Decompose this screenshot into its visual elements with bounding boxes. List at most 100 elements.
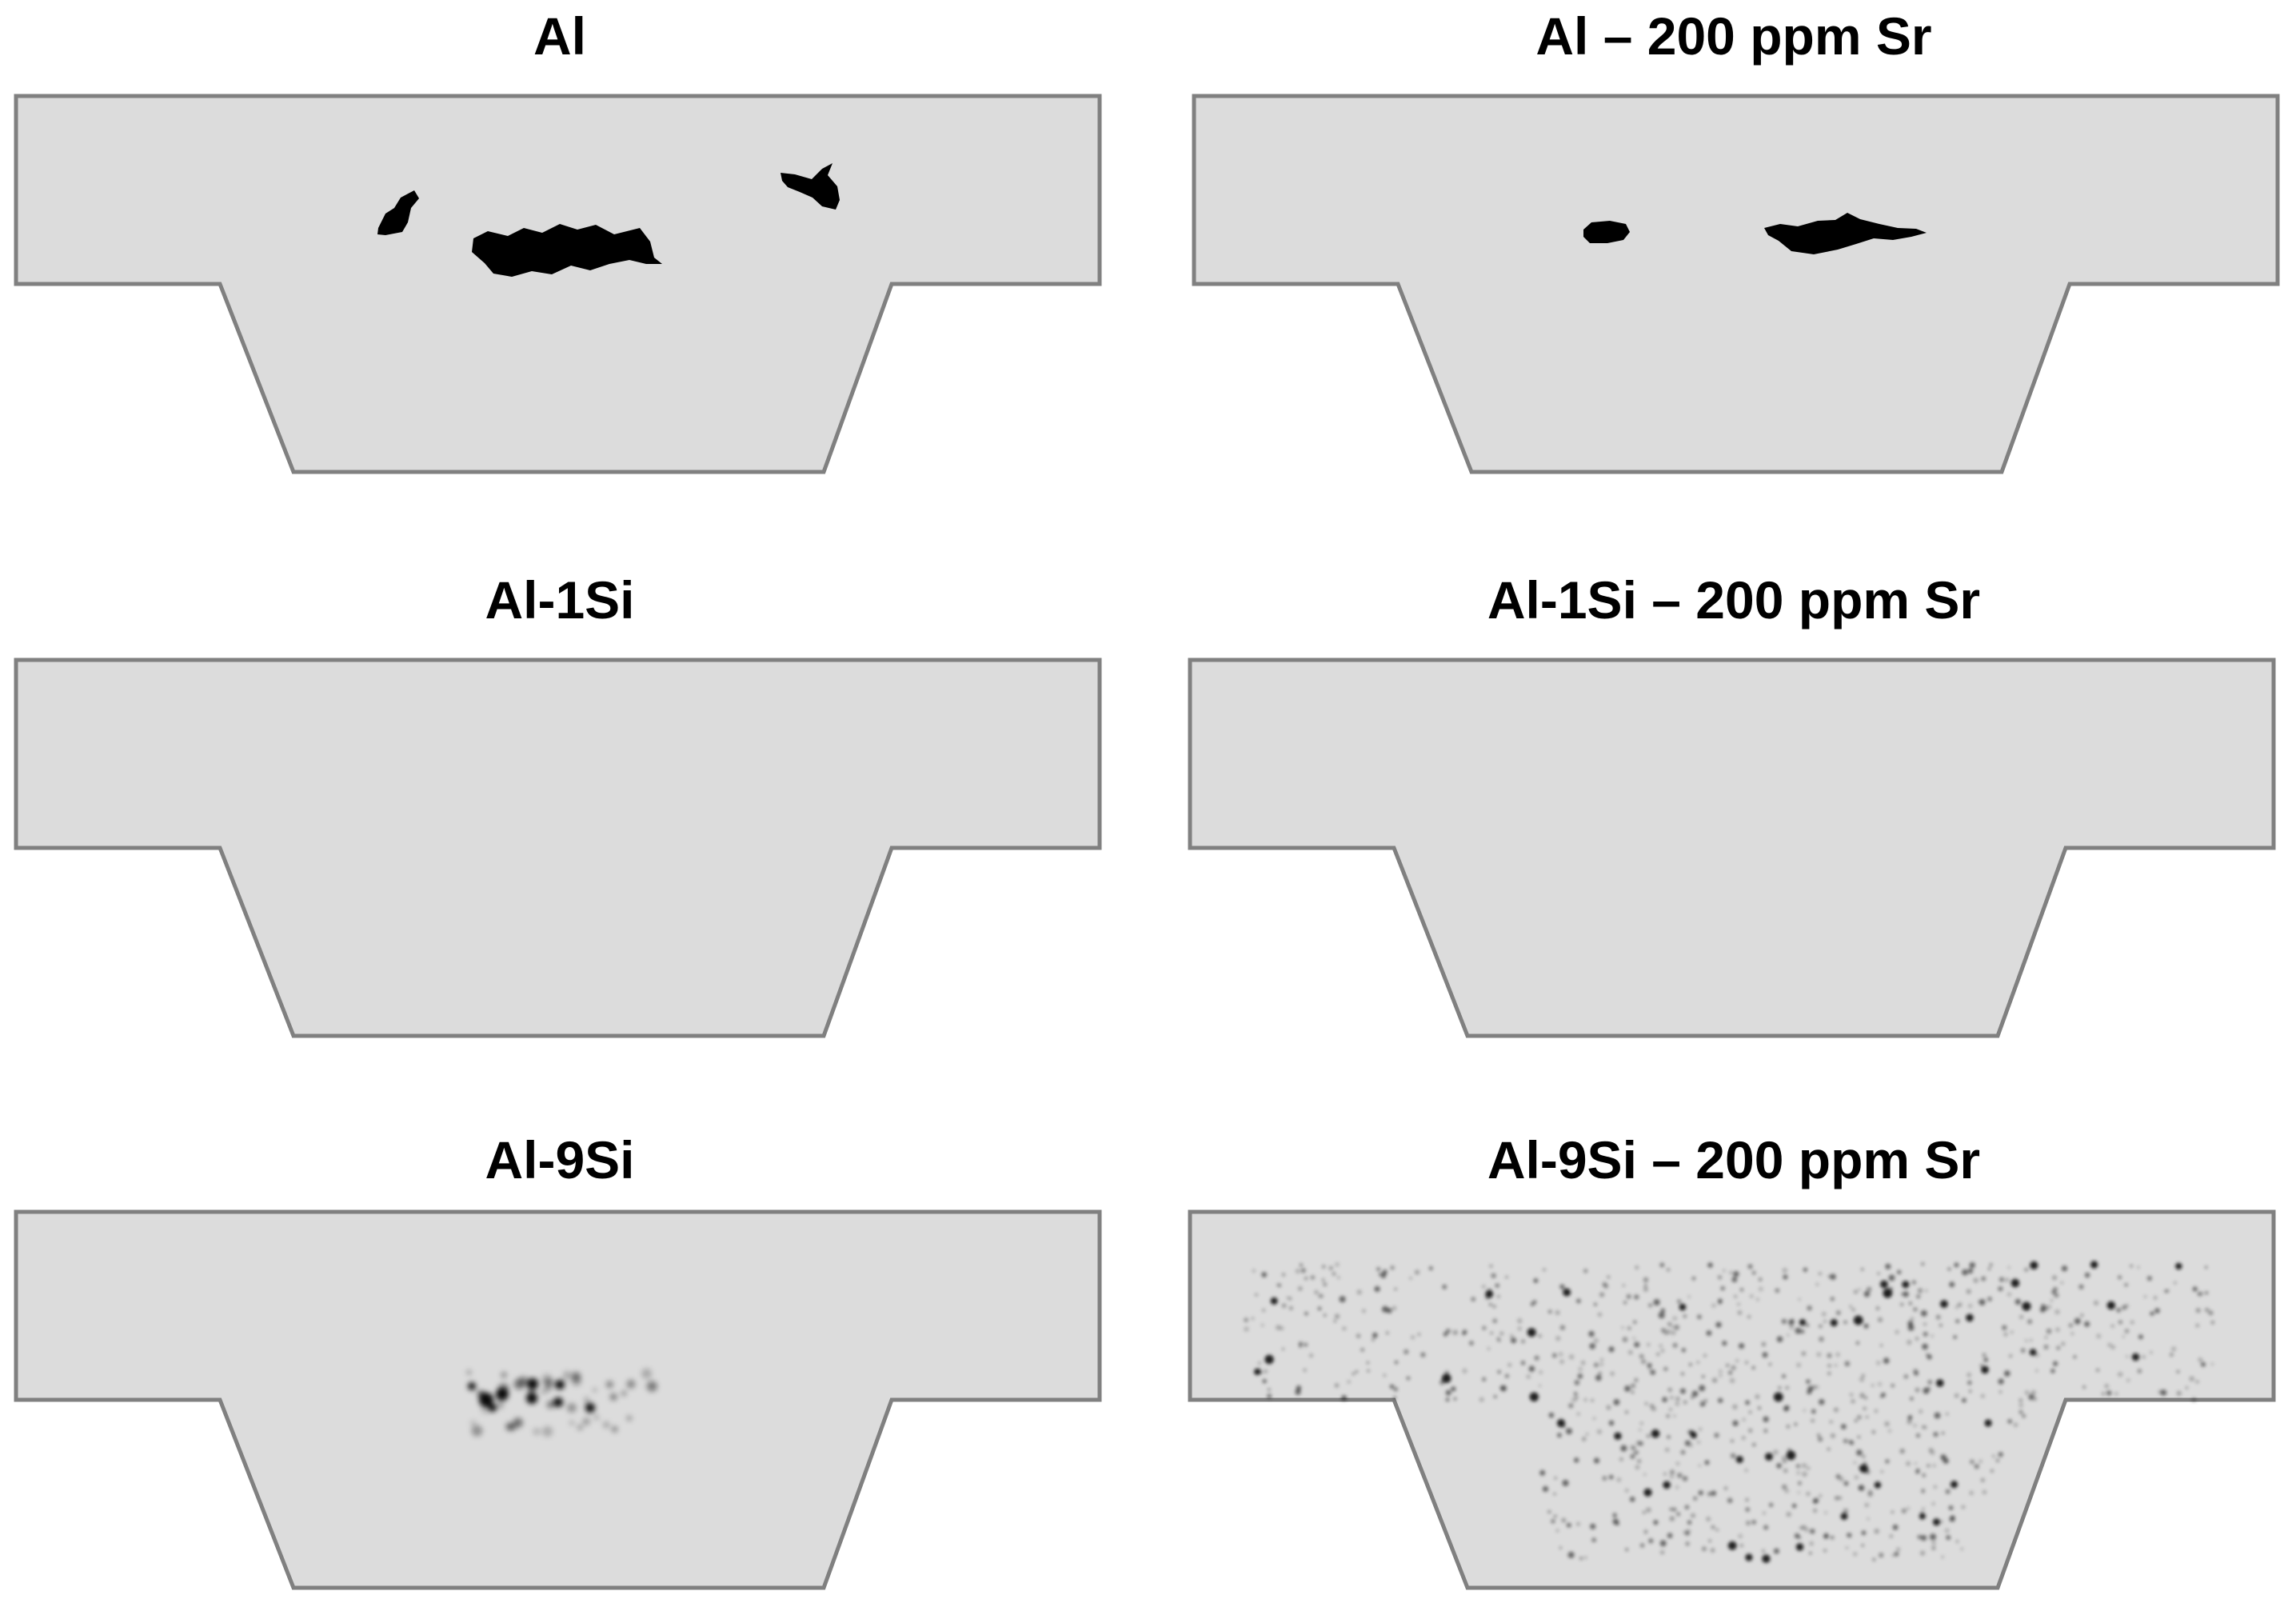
- micro-pore: [1927, 1464, 1931, 1468]
- micro-pore: [1656, 1353, 1659, 1356]
- micro-pore: [1320, 1294, 1324, 1298]
- micro-pore: [1804, 1527, 1810, 1533]
- micro-pore: [1624, 1489, 1629, 1493]
- micro-pore: [1847, 1533, 1852, 1538]
- micro-pore: [1807, 1305, 1812, 1311]
- micro-pore: [2104, 1384, 2109, 1389]
- micro-pore: [1782, 1268, 1787, 1273]
- micro-pore: [1335, 1262, 1340, 1267]
- micro-pore: [1761, 1341, 1767, 1347]
- micro-pore: [605, 1381, 613, 1389]
- micro-pore: [1838, 1496, 1843, 1500]
- micro-pore: [1691, 1277, 1696, 1281]
- micro-pore: [1903, 1291, 1909, 1297]
- micro-pore: [1927, 1380, 1933, 1385]
- micro-pore: [2010, 1330, 2014, 1334]
- micro-pore: [2009, 1354, 2013, 1358]
- micro-pore: [1782, 1458, 1787, 1464]
- micro-pore: [2137, 1369, 2142, 1373]
- micro-pore: [1674, 1325, 1679, 1330]
- micro-pore: [1555, 1310, 1560, 1315]
- micro-pore: [1809, 1552, 1812, 1555]
- micro-pore: [2192, 1286, 2198, 1292]
- micro-pore: [1691, 1513, 1695, 1518]
- micro-pore: [1950, 1481, 1959, 1489]
- micro-pore: [1880, 1470, 1883, 1473]
- micro-pore: [2126, 1378, 2130, 1382]
- micro-pore: [1612, 1513, 1617, 1517]
- micro-pore: [1857, 1435, 1861, 1439]
- micro-pore: [1625, 1548, 1629, 1552]
- micro-pore: [1708, 1539, 1711, 1543]
- micro-pore: [2131, 1353, 2140, 1361]
- micro-pore: [2176, 1369, 2180, 1373]
- micro-pore: [1849, 1305, 1852, 1309]
- micro-pore: [1596, 1429, 1602, 1434]
- micro-pore: [1451, 1386, 1456, 1392]
- micro-pore: [1719, 1369, 1723, 1373]
- micro-pore: [2056, 1345, 2061, 1350]
- micro-pore: [1711, 1303, 1716, 1309]
- micro-pore: [2154, 1308, 2160, 1313]
- micro-pore: [2030, 1261, 2038, 1269]
- micro-pore: [1495, 1283, 1499, 1288]
- micro-pore: [1914, 1461, 1917, 1465]
- micro-pore: [2130, 1264, 2133, 1268]
- micro-pore: [609, 1393, 617, 1401]
- micro-pore: [2175, 1262, 2182, 1270]
- micro-pore: [1864, 1396, 1867, 1400]
- micro-pore: [2052, 1275, 2057, 1281]
- micro-pore: [1715, 1528, 1719, 1532]
- micro-pore: [1953, 1335, 1957, 1339]
- micro-pore: [1491, 1273, 1496, 1278]
- micro-pore: [1863, 1406, 1867, 1410]
- micro-pore: [1257, 1361, 1261, 1365]
- micro-pore: [1339, 1296, 1346, 1303]
- micro-pore: [1843, 1438, 1848, 1444]
- micro-pore: [2174, 1281, 2177, 1285]
- micro-pore: [484, 1395, 491, 1403]
- micro-pore: [1281, 1347, 1285, 1351]
- micro-pore: [1621, 1326, 1624, 1329]
- micro-pore: [1389, 1384, 1395, 1389]
- micro-pore: [1352, 1372, 1356, 1376]
- micro-pore: [1643, 1510, 1646, 1514]
- micro-pore: [593, 1388, 597, 1392]
- micro-pore: [1698, 1464, 1701, 1467]
- micro-pore: [1663, 1329, 1669, 1336]
- micro-pore: [1688, 1362, 1692, 1366]
- micro-pore: [1840, 1513, 1848, 1521]
- micro-pore: [1745, 1553, 1753, 1561]
- micro-pore: [1497, 1295, 1500, 1298]
- micro-pore: [1758, 1286, 1763, 1292]
- micro-pore: [1267, 1388, 1271, 1392]
- micro-pore: [1703, 1399, 1707, 1403]
- micro-pore: [1736, 1302, 1740, 1306]
- micro-pore: [1803, 1409, 1806, 1413]
- macro-pore: [377, 190, 419, 235]
- micro-pore: [1827, 1353, 1832, 1358]
- micro-pore: [2205, 1308, 2210, 1313]
- micro-pore: [2020, 1348, 2026, 1353]
- casting-outline: [1192, 94, 2280, 474]
- micro-pore: [571, 1376, 581, 1386]
- micro-pore: [2176, 1390, 2182, 1397]
- micro-pore: [1775, 1288, 1779, 1293]
- micro-pore: [1488, 1289, 1492, 1293]
- micro-pore: [1908, 1301, 1912, 1305]
- micro-pore: [1901, 1508, 1907, 1513]
- micro-pore: [2130, 1320, 2134, 1325]
- micro-pore: [1907, 1340, 1912, 1345]
- micro-pore: [1747, 1315, 1751, 1318]
- micro-pore: [1706, 1517, 1711, 1521]
- micro-pore: [1783, 1405, 1789, 1412]
- micro-pore: [2003, 1332, 2008, 1337]
- micro-pore: [1894, 1552, 1899, 1557]
- micro-pore: [1987, 1267, 1991, 1270]
- micro-pore: [1539, 1370, 1543, 1374]
- micro-pore: [1643, 1530, 1648, 1534]
- micro-pore: [2082, 1385, 2086, 1389]
- micro-pore: [1806, 1323, 1810, 1327]
- micro-pore: [1799, 1319, 1807, 1326]
- micro-pore: [1668, 1408, 1672, 1412]
